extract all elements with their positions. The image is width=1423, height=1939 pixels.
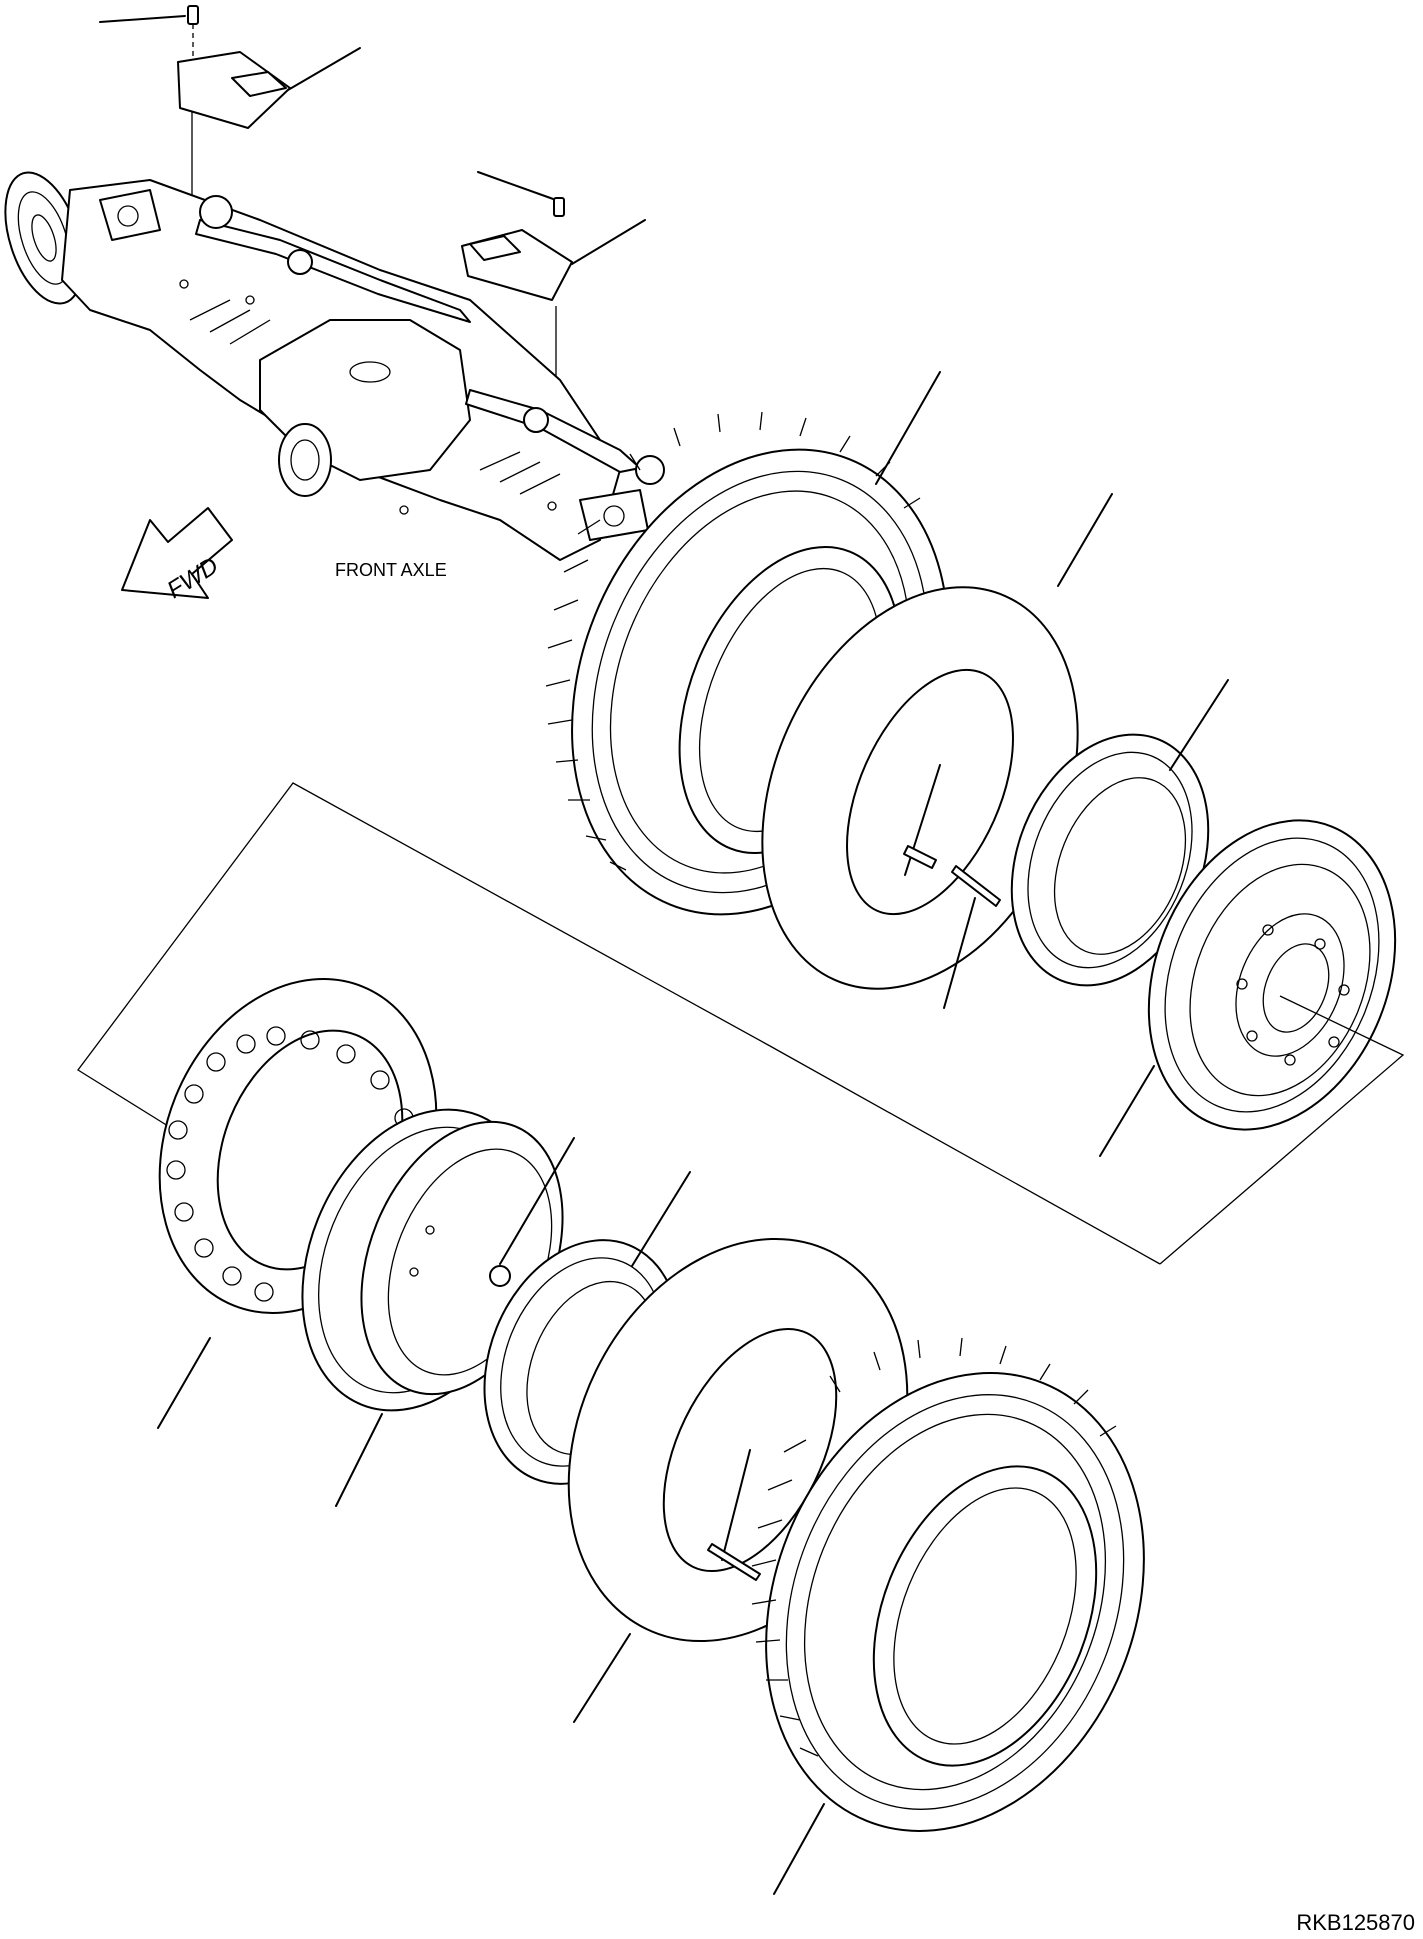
leader-tire-upper <box>875 371 941 485</box>
leader-rim-inner-lower <box>631 1171 691 1267</box>
leader-wheel-disc-upper <box>1099 1065 1155 1157</box>
guard-plate-left <box>99 5 361 200</box>
tire-lower <box>751 1337 1145 1832</box>
leader-tire-lower <box>773 1803 825 1895</box>
front-axle-label: FRONT AXLE <box>335 560 447 580</box>
leader-rim-inner-upper <box>1169 679 1229 771</box>
front-axle <box>4 171 665 561</box>
tube-valve-upper <box>903 764 1001 1009</box>
wheel-disc-lower <box>301 1108 564 1412</box>
assembly-bracket <box>77 782 1405 1265</box>
fwd-arrow: FWD <box>121 507 233 604</box>
leader-nut-lower <box>499 1137 575 1265</box>
wheel-disc-upper <box>1147 819 1397 1131</box>
leader-flap-lower <box>573 1633 631 1723</box>
drawing-code: RKB125870 <box>1296 1910 1415 1935</box>
guard-plate-right <box>461 171 646 410</box>
leader-wheel-disc-lower <box>335 1413 383 1507</box>
leader-flap-upper <box>1057 493 1113 587</box>
flap-upper <box>761 586 1079 990</box>
leader-spacer-ring <box>157 1337 211 1429</box>
